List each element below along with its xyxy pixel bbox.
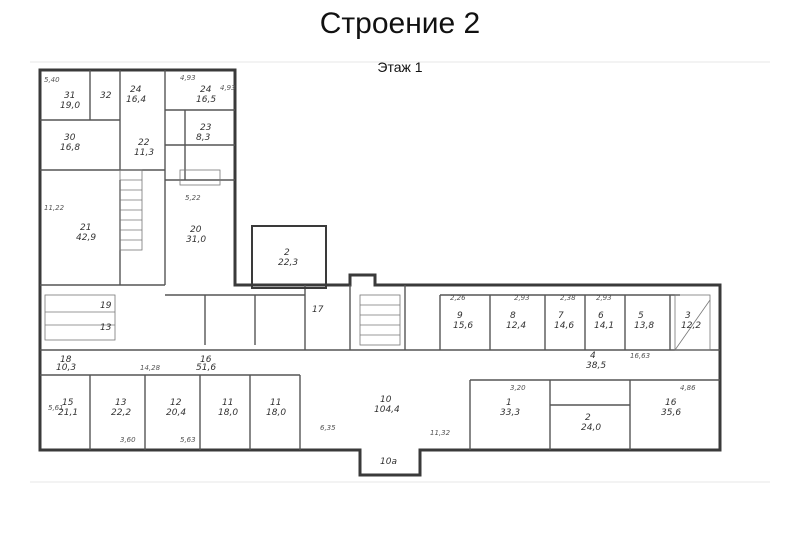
room-area: 51,6 (196, 363, 216, 373)
room-area: 11,3 (134, 148, 154, 158)
dimension-label: 2,38 (560, 294, 576, 302)
dimension-label: 11,22 (44, 204, 65, 212)
floor-label: Этаж 1 (377, 59, 423, 75)
floor-plan-svg: 31 19,0 32 24 16,4 24 16,5 30 16,8 22 11… (30, 61, 770, 483)
room-label: 16 (665, 398, 677, 408)
room-label: 2 (284, 248, 290, 258)
room-label: 17 (312, 305, 324, 315)
dimension-labels: 5,40 4,93 4,93 5,22 11,22 2,26 2,93 2,38… (44, 74, 696, 444)
dimension-label: 6,35 (320, 424, 336, 432)
room-label: 21 (80, 223, 91, 233)
walls-group (38, 68, 722, 477)
page-title: Строение 2 (319, 7, 481, 40)
room-area: 104,4 (374, 405, 400, 415)
dimension-label: 4,93 (180, 74, 196, 82)
dimension-label: 2,26 (450, 294, 466, 302)
room-label: 16 (200, 355, 212, 365)
room-area: 18,0 (218, 408, 238, 418)
floor-plan-drawing: 31 19,0 32 24 16,4 24 16,5 30 16,8 22 11… (30, 50, 770, 490)
room-label: 20 (190, 225, 202, 235)
room-label: 6 (598, 311, 604, 321)
room-label: 3 (685, 311, 691, 321)
room-label: 1 (506, 398, 512, 408)
room-area: 13 (100, 323, 112, 333)
dimension-label: 2,93 (514, 294, 530, 302)
outer-wall (38, 68, 722, 477)
room-label: 23 (200, 123, 212, 133)
room-area: 22,3 (278, 258, 298, 268)
room-label: 9 (457, 311, 463, 321)
room-area: 38,5 (586, 361, 606, 371)
room-area: 14,1 (594, 321, 614, 331)
dimension-label: 3,20 (510, 384, 526, 392)
room-area: 10,3 (56, 363, 76, 373)
room-label: 19 (100, 301, 112, 311)
room-label: 8 (510, 311, 516, 321)
room-area: 24,0 (581, 423, 601, 433)
room-label: 32 (100, 91, 112, 101)
room-area: 8,3 (196, 133, 211, 143)
dimension-label: 16,63 (630, 352, 650, 360)
room-label: 30 (64, 133, 76, 143)
room-label: 31 (64, 91, 75, 101)
dimension-label: 14,28 (140, 364, 161, 372)
room-label: 13 (115, 398, 127, 408)
room-area: 22,2 (111, 408, 131, 418)
room-area: 33,3 (500, 408, 520, 418)
room-label: 15 (62, 398, 74, 408)
room-area: 12,2 (681, 321, 701, 331)
room-labels: 31 19,0 32 24 16,4 24 16,5 30 16,8 22 11… (56, 85, 701, 467)
dimension-label: 5,61 (48, 404, 64, 412)
dimension-label: 4,86 (680, 384, 696, 392)
room-label: 4 (590, 351, 596, 361)
room-area: 31,0 (186, 235, 206, 245)
room-label: 12 (170, 398, 182, 408)
annex-room-outline (251, 225, 327, 289)
inner-walls-group (40, 70, 720, 450)
room-area: 42,9 (76, 233, 96, 243)
dimension-label: 4,93 (220, 84, 236, 92)
staircase-group (44, 169, 711, 351)
room-label: 22 (138, 138, 150, 148)
room-area: 16,5 (196, 95, 216, 105)
room-area: 16,4 (126, 95, 146, 105)
room-label: 5 (638, 311, 644, 321)
room-area: 20,4 (166, 408, 186, 418)
dimension-label: 11,32 (430, 429, 451, 437)
room-area: 21,1 (58, 408, 78, 418)
dimension-label: 5,22 (185, 194, 201, 202)
room-label: 24 (130, 85, 142, 95)
room-label: 11 (270, 398, 281, 408)
dimension-label: 2,93 (596, 294, 612, 302)
room-area: 18,0 (266, 408, 286, 418)
room-label: 7 (558, 311, 564, 321)
room-label: 18 (60, 355, 72, 365)
dimension-label: 3,60 (120, 436, 136, 444)
room-label: 24 (200, 85, 212, 95)
room-area: 14,6 (554, 321, 574, 331)
room-area: 19,0 (60, 101, 80, 111)
room-label: 2 (585, 413, 591, 423)
room-area: 35,6 (661, 408, 681, 418)
dimension-label: 5,40 (44, 76, 60, 84)
room-label: 11 (222, 398, 233, 408)
room-label: 10а (380, 457, 397, 467)
room-area: 13,8 (634, 321, 654, 331)
room-area: 15,6 (453, 321, 473, 331)
room-area: 12,4 (506, 321, 526, 331)
room-label: 10 (380, 395, 392, 405)
room-area: 16,8 (60, 143, 80, 153)
dimension-label: 5,63 (180, 436, 196, 444)
